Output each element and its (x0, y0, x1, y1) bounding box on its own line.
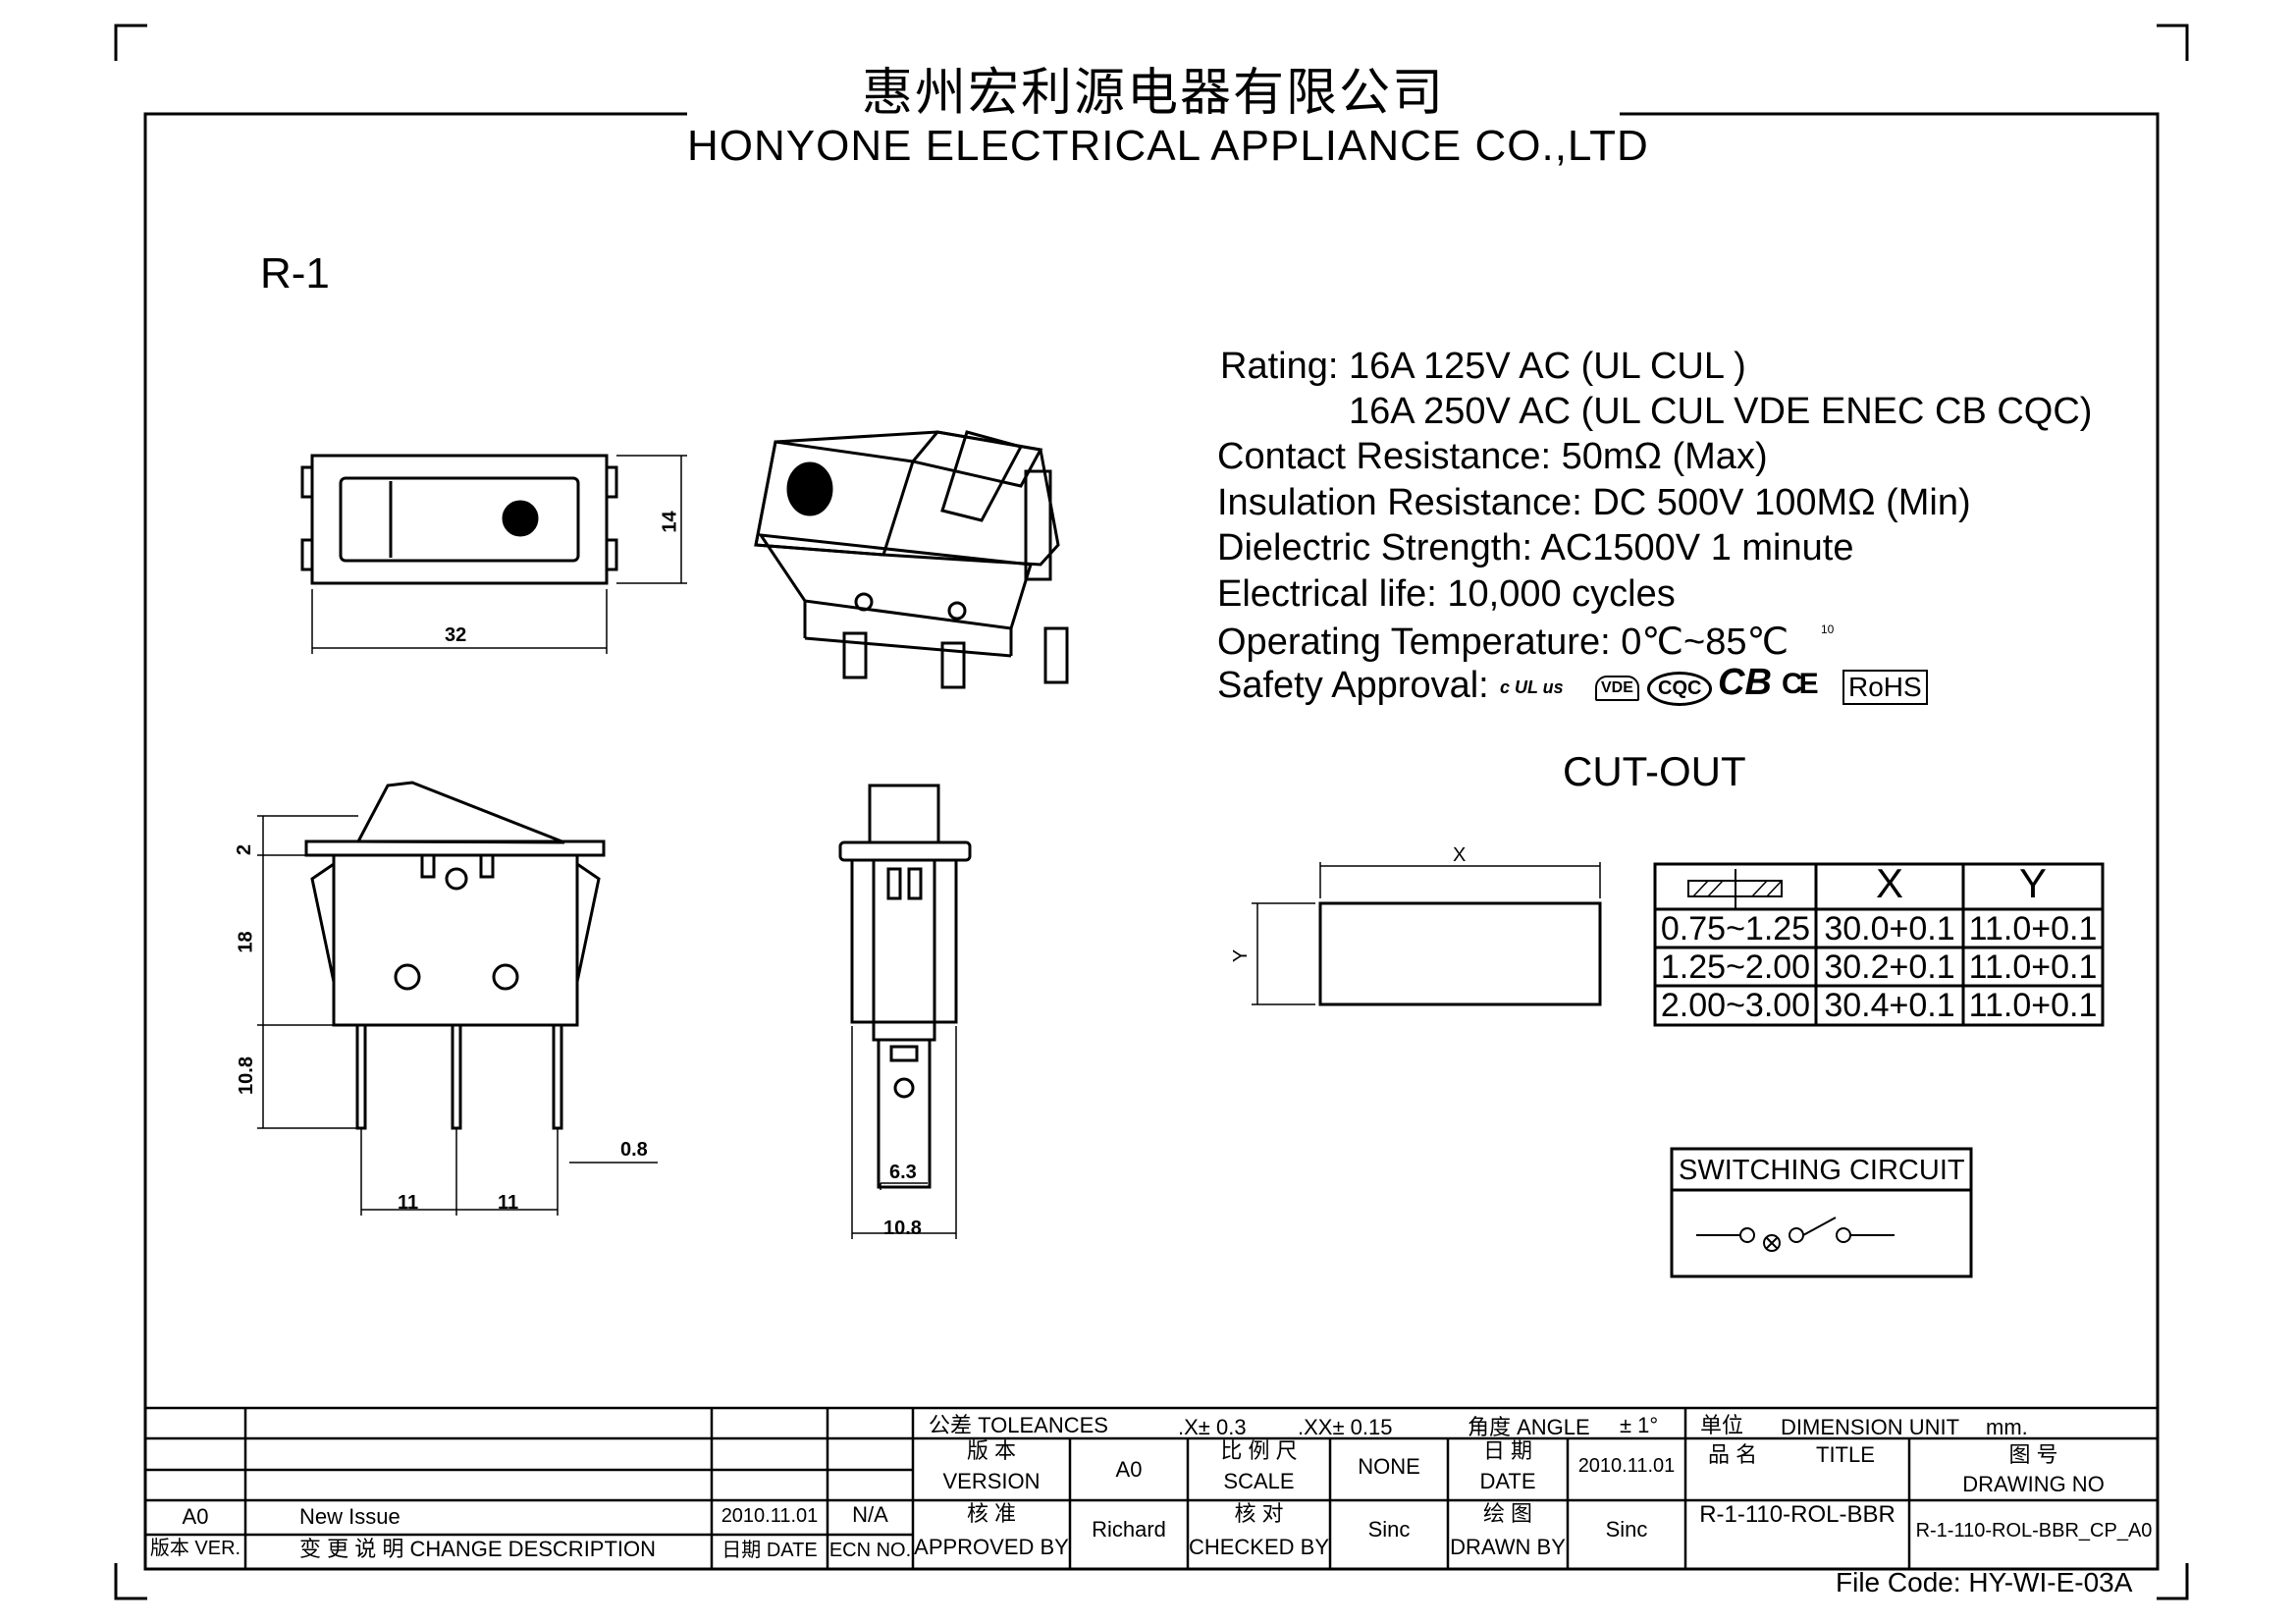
cutout-row-1-x: 30.0+0.1 (1824, 910, 1955, 947)
switching-circuit-drawing (1670, 1147, 1973, 1278)
company-name-en: HONYONE ELECTRICAL APPLIANCE CO.,LTD (687, 122, 1649, 170)
tb-angle-value: ± 1° (1620, 1413, 1659, 1437)
tb-version-en: VERSION (942, 1469, 1041, 1493)
rev-header-ecn: ECN NO. (828, 1540, 912, 1561)
cutout-y-label: Y (1230, 948, 1253, 963)
corner-marks (114, 24, 2189, 1600)
tb-unit-label: 单位 (1700, 1413, 1744, 1437)
tb-date-value: 2010.11.01 (1577, 1455, 1676, 1477)
approval-mark-ce: CE (1782, 668, 1819, 700)
rev-row-ver: A0 (182, 1504, 209, 1529)
approval-mark-ul: c UL us (1500, 677, 1564, 697)
spec-insulation-resistance: Insulation Resistance: DC 500V 100MΩ (Mi… (1217, 482, 1971, 523)
tb-checked-en: CHECKED BY (1188, 1535, 1330, 1559)
cutout-header-y: Y (2018, 860, 2047, 906)
cutout-row-2-x: 30.2+0.1 (1824, 948, 1955, 986)
tb-version-value: A0 (1115, 1457, 1143, 1482)
top-view-drawing (300, 454, 687, 654)
tb-drawn-en: DRAWN BY (1450, 1535, 1566, 1559)
dim-end-body-width: 10.8 (883, 1218, 922, 1239)
outer-frame (143, 112, 2160, 1571)
cutout-row-3-thickness: 2.00~3.00 (1660, 987, 1811, 1024)
cutout-table-frame (1653, 862, 2105, 1027)
approval-mark-cqc: CQC (1647, 672, 1713, 706)
tb-unit-text: DIMENSION UNIT (1781, 1415, 1960, 1439)
rev-row-desc: New Issue (299, 1504, 400, 1529)
dim-top-height: 14 (659, 511, 681, 533)
dim-terminal-pitch-2: 11 (498, 1192, 519, 1214)
model-number: R-1 (260, 249, 330, 298)
dim-terminal-pitch-1: 11 (398, 1192, 419, 1214)
tb-date-cn: 日 期 (1482, 1438, 1533, 1463)
tb-angle-label: 角度 ANGLE (1468, 1415, 1590, 1439)
cutout-row-2-y: 11.0+0.1 (1968, 948, 2098, 986)
tb-approved-en: APPROVED BY (914, 1535, 1069, 1559)
spec-rating-1: Rating: 16A 125V AC (UL CUL ) (1220, 346, 1746, 387)
cutout-row-2-thickness: 1.25~2.00 (1660, 948, 1811, 986)
spec-operating-temperature: Operating Temperature: 0℃~85℃ (1217, 622, 1789, 663)
tb-tol-xx: .XX± 0.15 (1298, 1415, 1393, 1439)
dim-terminal-thickness: 0.8 (620, 1139, 648, 1161)
spec-rating-2: 16A 250V AC (UL CUL VDE ENEC CB CQC) (1349, 391, 2093, 432)
tb-drawn-value: Sinc (1605, 1517, 1648, 1542)
tb-unit-value: mm. (1986, 1415, 2028, 1439)
approval-mark-rohs: RoHS (1842, 670, 1928, 705)
dim-end-terminal-width: 6.3 (889, 1162, 917, 1183)
rev-row-date: 2010.11.01 (721, 1505, 819, 1527)
tb-title-value: R-1-110-ROL-BBR (1699, 1501, 1896, 1528)
end-view-drawing (838, 784, 972, 1239)
cutout-row-1-thickness: 0.75~1.25 (1660, 910, 1811, 947)
tb-drawing-no-en: DRAWING NO (1962, 1472, 2105, 1496)
cutout-row-3-x: 30.4+0.1 (1824, 987, 1955, 1024)
dim-side-body: 18 (235, 931, 257, 953)
approval-mark-vde: VDE (1595, 676, 1639, 701)
dim-top-width: 32 (445, 624, 467, 646)
company-name-cn: 惠州宏利源电器有限公司 (862, 64, 1446, 123)
tb-scale-value: NONE (1358, 1454, 1420, 1479)
file-code: File Code: HY-WI-E-03A (1836, 1567, 2133, 1597)
rev-row-ecn: N/A (852, 1502, 888, 1527)
spec-dielectric-strength: Dielectric Strength: AC1500V 1 minute (1217, 527, 1854, 568)
tb-approved-cn: 核 准 (966, 1501, 1017, 1526)
cutout-header-x: X (1875, 860, 1903, 906)
cutout-x-label: X (1453, 844, 1467, 866)
dim-side-terminal: 10.8 (235, 1056, 257, 1095)
cutout-row-1-y: 11.0+0.1 (1968, 910, 2098, 947)
tb-version-cn: 版 本 (966, 1438, 1017, 1463)
tb-tol-x: .X± 0.3 (1178, 1415, 1247, 1439)
rev-header-desc: 变 更 说 明 CHANGE DESCRIPTION (299, 1537, 657, 1561)
title-block-grid (145, 1406, 2158, 1569)
dim-side-cap: 2 (234, 843, 256, 856)
tb-checked-cn: 核 对 (1234, 1501, 1284, 1526)
tb-drawing-no-cn: 图 号 (2008, 1442, 2058, 1467)
tb-approved-value: Richard (1092, 1517, 1166, 1542)
tb-date-en: DATE (1479, 1469, 1536, 1493)
tb-tolerances-label: 公差 TOLEANCES (929, 1413, 1108, 1437)
tb-drawing-no-value: R-1-110-ROL-BBR_CP_A0 (1915, 1520, 2153, 1542)
cutout-drawing (1252, 862, 1602, 1006)
tb-drawn-cn: 绘 图 (1482, 1501, 1533, 1526)
tb-product-en: TITLE (1816, 1442, 1875, 1467)
approval-mark-cb: CB (1718, 662, 1772, 703)
rev-header-date: 日期 DATE (721, 1540, 818, 1561)
spec-temp-superscript: 10 (1821, 623, 1835, 636)
isometric-view-drawing (754, 430, 1069, 689)
rev-header-ver: 版本 VER. (149, 1538, 241, 1559)
cutout-title: CUT-OUT (1563, 748, 1746, 794)
switching-circuit-title: SWITCHING CIRCUIT (1679, 1155, 1965, 1186)
side-view-drawing (257, 781, 658, 1216)
cutout-row-3-y: 11.0+0.1 (1968, 987, 2098, 1024)
tb-product-cn: 品 名 (1708, 1442, 1758, 1467)
spec-contact-resistance: Contact Resistance: 50mΩ (Max) (1217, 436, 1768, 477)
spec-electrical-life: Electrical life: 10,000 cycles (1217, 573, 1676, 615)
spec-safety-approval: Safety Approval: (1217, 665, 1489, 706)
tb-checked-value: Sinc (1367, 1517, 1411, 1542)
tb-scale-en: SCALE (1223, 1469, 1295, 1493)
tb-scale-cn: 比 例 尺 (1220, 1438, 1298, 1463)
